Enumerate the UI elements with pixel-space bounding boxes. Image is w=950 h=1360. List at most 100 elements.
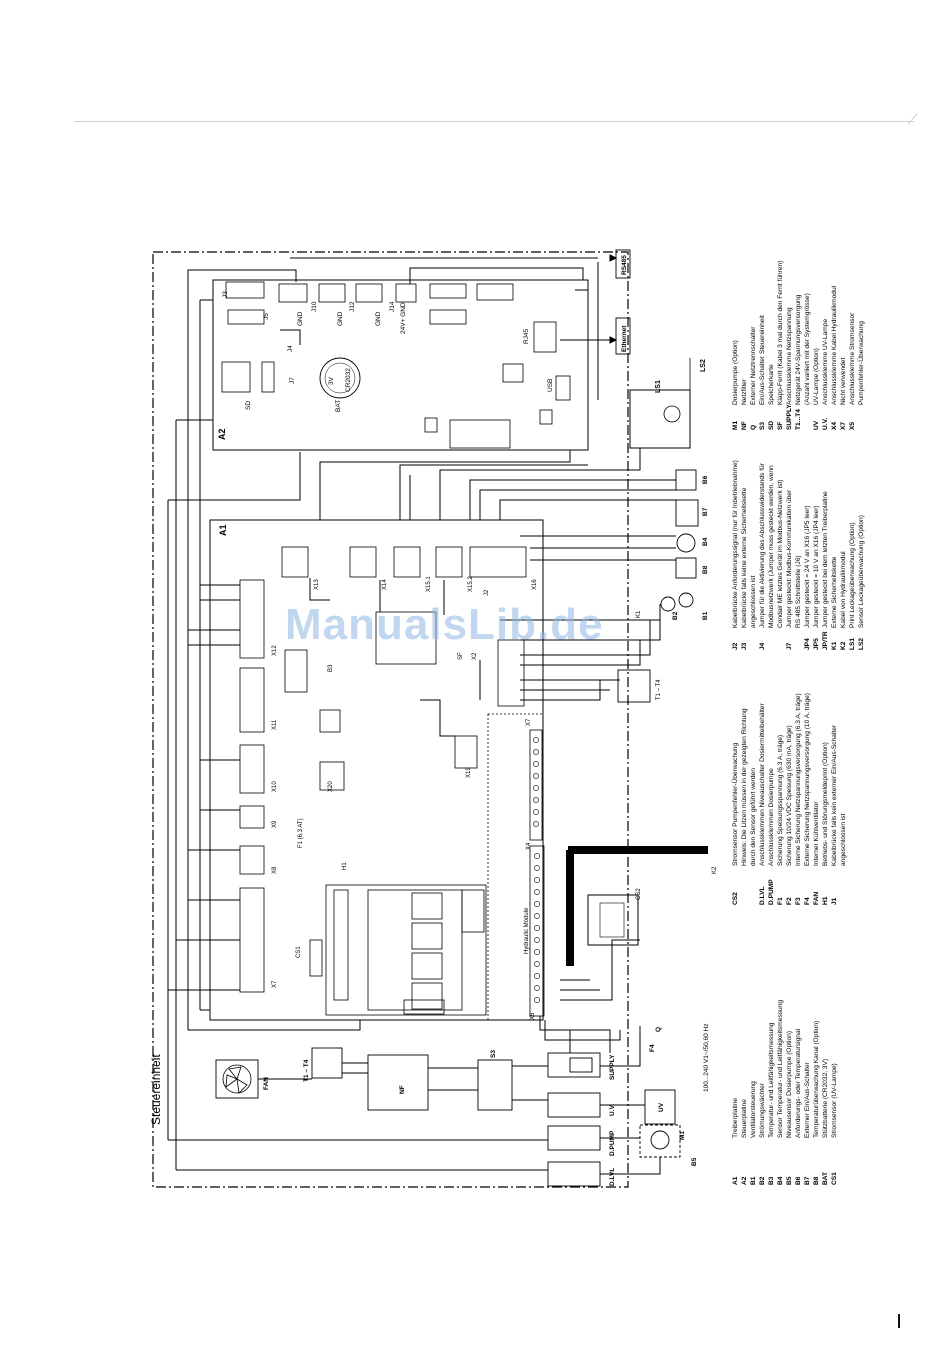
legend-code-s3: S3 (759, 422, 766, 430)
legend-code-cs2: CS2 (732, 892, 739, 905)
sf-label: SF (458, 652, 464, 660)
m1-label: M1 (679, 1131, 686, 1140)
legend-text-k2: Kabel von Hydraulikmodul (840, 551, 847, 628)
legend-code-sf: SF (777, 422, 784, 430)
legend-text-s3: Ein/Aus-Schalter Steuereinheit (759, 315, 766, 405)
t1t4-a1-label: T1 – T4 (656, 679, 662, 700)
f4-label: F4 (649, 1044, 656, 1052)
legend-code-f2: F2 (786, 897, 793, 905)
legend-text-b4: Sensor Temperatur- und Leitfähigkeitsmes… (777, 1000, 784, 1138)
legend-text-b8: Temperaturüberwachung Kanal (Option) (813, 1021, 820, 1138)
legend-text-h1: Betriebs- und Störungsmeldeprint (Option… (822, 742, 829, 866)
legend-code-fan: FAN (813, 892, 820, 905)
legend-code-dlvl: D.LVL (759, 886, 766, 905)
label-j14: J14 (389, 301, 396, 312)
legend-text-sf: Klapp-Ferrit (Kabel 3 mal durch den Ferr… (777, 261, 784, 405)
legend-code-f1: F1 (777, 897, 784, 905)
legend-text-f4: Externe Sicherung Netzspannungsversorgun… (804, 693, 811, 866)
x2-label: X2 (472, 652, 478, 660)
label-gnd-3: GND (375, 311, 382, 326)
nf-label: NF (399, 1085, 406, 1094)
legend-code-b6: B6 (795, 1176, 802, 1185)
legend-code-h1: H1 (822, 896, 829, 905)
legend-text-j4c: Condair ME letztes Gerät im Modbus-Netzw… (777, 480, 784, 628)
x151-label: X15.1 (426, 576, 432, 592)
legend-code-b2: B2 (759, 1176, 766, 1185)
x14-label: X14 (382, 579, 388, 590)
battery-cell (319, 357, 361, 399)
legend-code-dpump: D.PUMP (768, 879, 775, 905)
legend-code-uvdot: U.V. (822, 418, 829, 430)
legend-text-f2: Sicherung 10/24 VDC Speisung (630 mA, tr… (786, 725, 793, 866)
legend-code-k2: K2 (840, 641, 847, 650)
legend-text-a2: Steuerplatine (741, 1099, 748, 1138)
legend-code-jp5: JP5 (813, 638, 820, 650)
fan-label: FAN (263, 1077, 270, 1090)
legend-text-t1t4: Netzgerät 24V-Spannungsversorgung (795, 294, 802, 405)
supply-label: SUPPLY (609, 1054, 616, 1080)
label-usb: USB (547, 379, 554, 392)
legend-code-m1: M1 (732, 421, 739, 430)
legend-text-x5: Anschlussklemme Stromsensor (849, 312, 856, 405)
legend-text-x5b: Pumpenfehler-Überwachung (857, 321, 865, 405)
legend-code-b4: B4 (777, 1176, 784, 1185)
legend-text-j7b: RS 485 Schnittstelle (J6) (795, 555, 802, 628)
legend-text-a1: Treiberplatine (732, 1098, 739, 1138)
legend-text-b3: Temperatur- und Leitfähigkeitsmessung (768, 1022, 775, 1138)
s3-label: S3 (490, 1050, 497, 1058)
rs485-box (615, 249, 631, 279)
x9-label: X9 (272, 820, 278, 828)
b6-label: B6 (702, 475, 709, 484)
legend-text-bat: Stützbatterie (CR2032, 3V) (822, 1059, 829, 1138)
label-j12: J12 (349, 301, 356, 312)
legend-code-nf: NF (741, 421, 748, 430)
legend-text-f3: Interne Sicherung Netzspannungsversorgun… (795, 693, 802, 866)
x11-label: X11 (272, 719, 278, 730)
legend-text-b7: Externer Ein/Aus-Schalter (804, 1061, 811, 1138)
ls1-box (629, 389, 691, 449)
x8-label: X8 (272, 866, 278, 874)
legend-code-a1: A1 (732, 1176, 739, 1185)
b8-label: B8 (702, 565, 709, 574)
legend-text-j7: Jumper gesteckt: Modbus-Kommunikation üb… (786, 489, 793, 628)
label-j3: J3 (222, 291, 229, 298)
legend-text-cs1: Stromsensor (UV-Lampe) (831, 1063, 838, 1138)
dlvl-label: D.LVL (609, 1168, 616, 1186)
board-a2 (212, 279, 589, 451)
legend-text-m1: Dosierpumpe (Option) (732, 340, 739, 405)
legend-text-jptr: Jumper gesteckt bei dem letzten Treiberp… (822, 491, 829, 628)
legend-code-ls1: LS1 (849, 638, 856, 650)
q-label: Q (655, 1027, 662, 1032)
legend-text-x4: Anschlussklemme Kabel Hydraulikmodul (831, 285, 838, 405)
j2-label: J2 (484, 589, 490, 596)
legend-text-j4: Jumper für die Aktivierung des Abschluss… (759, 462, 766, 628)
ls2-label: LS2 (700, 359, 707, 372)
a1-left-connectors (239, 579, 265, 993)
legend-code-uv: UV (813, 420, 820, 430)
legend-text-uv: UV-Lampe (Option) (813, 348, 820, 405)
legend-code-t1t4: T1...T4 (795, 409, 802, 430)
legend-code-ls2: LS2 (858, 638, 865, 650)
legend-text-nf: Netzfilter (741, 378, 748, 405)
legend-text-b5: Niveausensor Dosierpumpe (Option) (786, 1031, 793, 1138)
label-24v-gnd: 24V+ GND (400, 302, 407, 334)
watermark: ManualsLib.de (285, 600, 604, 649)
x20-label: X20 (328, 781, 334, 792)
ethernet-box (615, 317, 631, 355)
label-sd: SD (245, 401, 252, 410)
uv-label: UV (658, 1102, 665, 1112)
label-j5: J5 (263, 313, 270, 320)
label-j10: J10 (311, 301, 318, 312)
a1-top-connectors (281, 546, 545, 1021)
label-j7: J7 (289, 377, 296, 384)
legend-code-x4: X4 (831, 422, 838, 430)
legend-code-b8: B8 (813, 1176, 820, 1185)
t1t4-bottom-label: T1 – T4 (303, 1059, 310, 1082)
x7b-label: X7 (526, 718, 532, 726)
legend-text-j1: Kabelbrücke falls kein externer Ein/Aus-… (831, 724, 838, 866)
board-a2-label: A2 (217, 428, 227, 440)
k1-label: K1 (636, 610, 642, 618)
k2-label: K2 (712, 866, 718, 874)
ethernet-label: Ethernet (621, 325, 628, 352)
